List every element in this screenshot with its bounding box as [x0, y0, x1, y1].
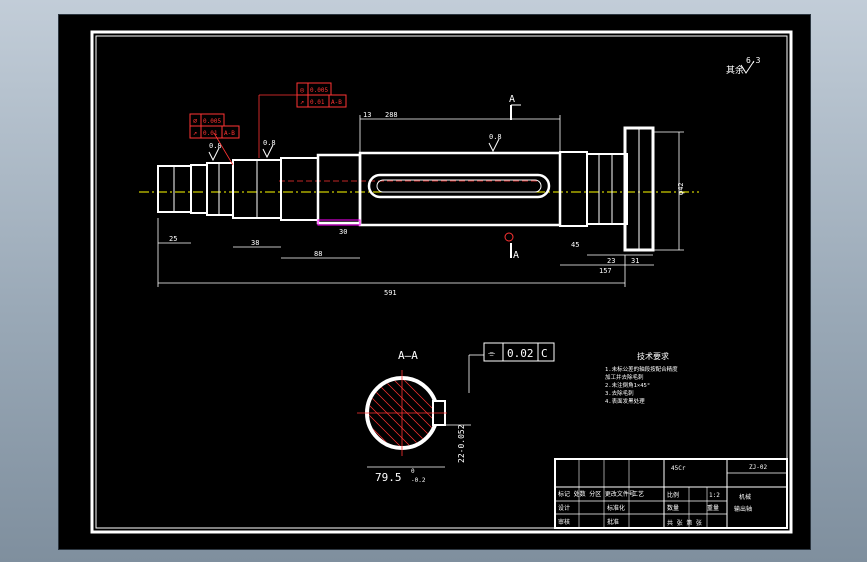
- highlight-box: [317, 219, 361, 226]
- tb-checker: 审核: [558, 518, 570, 526]
- tb-scale: 1:2: [709, 492, 720, 499]
- tb-qty-label: 数量: [667, 504, 679, 512]
- gdt-left: ⌀ 0.005 ↗ 0.01 A-B: [189, 113, 240, 166]
- section-marker-bottom: A: [513, 250, 519, 261]
- tb-material: 45Cr: [671, 465, 686, 472]
- section-dim-upper: 0: [411, 468, 415, 475]
- dim-591: 591: [384, 289, 397, 297]
- dim-88: 88: [314, 250, 322, 258]
- tech-req-item-1: 1.未标公差的轴段按配合精度: [605, 365, 678, 373]
- tech-req-item-3: 2.未注倒角1×45°: [605, 381, 650, 389]
- tech-req-title: 技术要求: [637, 351, 669, 361]
- shaft-drawing: 其余 6.3: [90, 30, 793, 534]
- section-view-title: A—A: [398, 349, 418, 362]
- tolerance-value: 0.02: [507, 347, 534, 360]
- section-dim-lower: -0.2: [411, 477, 426, 484]
- section-dim-value: 79.5: [375, 471, 402, 484]
- dimension-lines: [157, 115, 684, 287]
- tech-req-item-5: 4.表面发黑处理: [605, 397, 645, 405]
- dim-31: 31: [631, 257, 639, 265]
- dim-13: 13: [363, 111, 371, 119]
- tb-sheet: 共 张 第 张: [667, 519, 702, 527]
- roughness-mark-2-icon: [262, 144, 274, 159]
- gdt-left-datum: A-B: [224, 130, 235, 137]
- keyway-slot: [367, 173, 551, 199]
- datum-circle-icon: [504, 232, 514, 242]
- roughness-note: 其余 6.3: [726, 56, 761, 76]
- shaft-section-6: [316, 153, 362, 225]
- outer-border: [90, 30, 793, 534]
- tb-process: 工艺: [632, 490, 644, 498]
- gdt-top: ◎ 0.005 ↗ 0.01 A-B: [258, 82, 347, 158]
- gdt-top-symbol: ◎: [300, 86, 305, 94]
- section-markers: A A: [504, 94, 521, 261]
- section-marker-top: A: [509, 94, 515, 105]
- keyway-inner: [376, 179, 542, 193]
- drawing-canvas: 其余 6.3: [58, 14, 811, 550]
- shaft-section-8: [559, 151, 588, 227]
- dim-288: 288: [385, 111, 398, 119]
- roughness-symbol-icon: [740, 60, 755, 74]
- gdt-top-symbol2: ↗: [300, 98, 304, 106]
- dim-45: 45: [571, 241, 579, 249]
- dim-phi42: φ42: [677, 182, 685, 195]
- tb-note1: 标记 处数 分区 更改文件号: [558, 490, 635, 498]
- tb-designer: 设计: [558, 504, 570, 512]
- tb-weight: 重量: [707, 504, 719, 512]
- tb-approve: 批准: [607, 518, 619, 526]
- roughness-mark-1: 0.8: [209, 142, 222, 150]
- dim-23: 23: [607, 257, 615, 265]
- gdt-left-tol1: 0.005: [203, 118, 221, 125]
- roughness-mark-3: 0.8: [489, 133, 502, 141]
- gdt-top-tol2: 0.01: [310, 99, 325, 106]
- tech-req-item-4: 3.去除毛刺: [605, 389, 634, 397]
- dim-25: 25: [169, 235, 177, 243]
- tolerance-symbol: ⌯: [488, 349, 496, 359]
- shaft-section-3: [206, 162, 234, 216]
- section-side-dim: 22-0.052: [457, 424, 466, 463]
- gdt-top-datum: A-B: [331, 99, 342, 106]
- tb-company: 机械: [739, 493, 751, 501]
- shaft-section-2: [190, 164, 208, 214]
- shaft-section-9: [586, 153, 628, 225]
- shaft-section-5: [280, 157, 319, 221]
- dim-157: 157: [599, 267, 612, 275]
- tech-req-item-2: 加工并去除毛刺: [605, 373, 644, 381]
- dim-30: 30: [339, 228, 347, 236]
- tech-requirements: 技术要求 1.未标公差的轴段按配合精度 加工并去除毛刺 2.未注倒角1×45° …: [605, 351, 678, 405]
- inner-border: [95, 35, 788, 529]
- dim-38: 38: [251, 239, 259, 247]
- shaft-body: [157, 126, 655, 252]
- gdt-left-symbol2: ↗: [193, 129, 197, 137]
- roughness-prefix: 其余: [726, 64, 744, 76]
- gdt-top-tol1: 0.005: [310, 87, 328, 94]
- gdt-left-symbol: ⌀: [193, 117, 197, 125]
- roughness-mark-1-icon: [208, 147, 220, 162]
- shaft-section-7: [358, 151, 562, 227]
- title-block: [554, 458, 788, 529]
- tb-scale-label: 比例: [667, 491, 679, 499]
- tb-part-name: 输出轴: [734, 505, 752, 513]
- roughness-mark-2: 0.8: [263, 139, 276, 147]
- roughness-value: 6.3: [746, 56, 761, 65]
- tb-standard: 标准化: [607, 504, 625, 512]
- gdt-left-tol2: 0.01: [203, 130, 218, 137]
- roughness-mark-3-icon: [488, 138, 500, 153]
- tolerance-datum: C: [541, 347, 548, 360]
- tb-drawing-no: ZJ-02: [749, 464, 767, 471]
- section-view: A—A ⌯ 0.02 C 79.5 0 -0.2 22-0: [357, 342, 555, 484]
